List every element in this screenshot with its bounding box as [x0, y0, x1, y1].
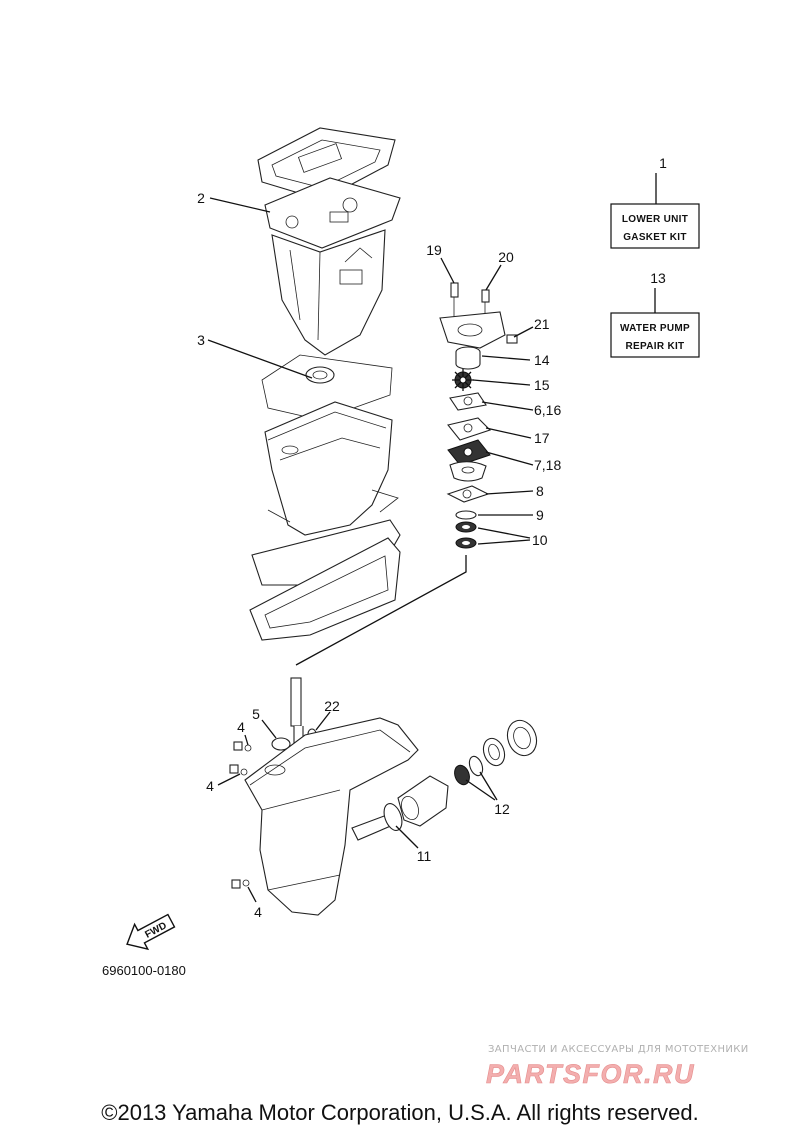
callout-17: 17 [534, 430, 550, 446]
callout-6-16: 6,16 [534, 402, 561, 418]
callout-9: 9 [536, 507, 544, 523]
callout-1: 1 [659, 155, 667, 171]
callout-numbers: 2 3 19 20 21 14 15 6,16 17 7,18 8 9 10 5… [197, 190, 561, 920]
kit-box-water-pump-repair: 13 WATER PUMP REPAIR KIT [610, 270, 700, 358]
callout-5: 5 [252, 706, 260, 722]
kit-box-lower-unit-gasket: 1 LOWER UNIT GASKET KIT [610, 155, 700, 249]
water-pump-drawing [295, 282, 518, 666]
callout-21: 21 [534, 316, 550, 332]
lower-case-drawing [229, 677, 538, 916]
kit-1-line1: LOWER UNIT [622, 214, 688, 225]
callout-7-18: 7,18 [534, 457, 561, 473]
callout-20: 20 [498, 249, 514, 265]
callout-11: 11 [417, 848, 432, 864]
callout-12: 12 [494, 801, 510, 817]
watermark-logo: PARTSFOR.RU [486, 1059, 695, 1090]
upper-casing-drawing [249, 127, 401, 641]
kit-1-line2: GASKET KIT [623, 232, 687, 243]
kit-13-line2: REPAIR KIT [626, 341, 685, 352]
fwd-label: FWD [143, 920, 168, 940]
callout-4-top: 4 [237, 719, 245, 735]
callout-4-middle: 4 [206, 778, 214, 794]
diagram-code: 6960100-0180 [102, 963, 186, 978]
watermark-caption: ЗАПЧАСТИ И АКСЕССУАРЫ ДЛЯ МОТОТЕХНИКИ [488, 1044, 749, 1055]
callout-15: 15 [534, 377, 550, 393]
callout-2: 2 [197, 190, 205, 206]
callout-4-bottom: 4 [254, 904, 262, 920]
watermark-logo-text: PARTSFOR.RU [486, 1059, 695, 1089]
leader-lines [207, 197, 534, 903]
callout-10: 10 [532, 532, 548, 548]
fwd-arrow-icon: FWD [126, 913, 176, 951]
callout-13: 13 [650, 270, 666, 286]
copyright-notice: ©2013 Yamaha Motor Corporation, U.S.A. A… [101, 1100, 699, 1125]
callout-19: 19 [426, 242, 442, 258]
callout-3: 3 [197, 332, 205, 348]
callout-14: 14 [534, 352, 550, 368]
callout-22: 22 [324, 698, 340, 714]
kit-13-line1: WATER PUMP [620, 323, 690, 334]
callout-8: 8 [536, 483, 544, 499]
